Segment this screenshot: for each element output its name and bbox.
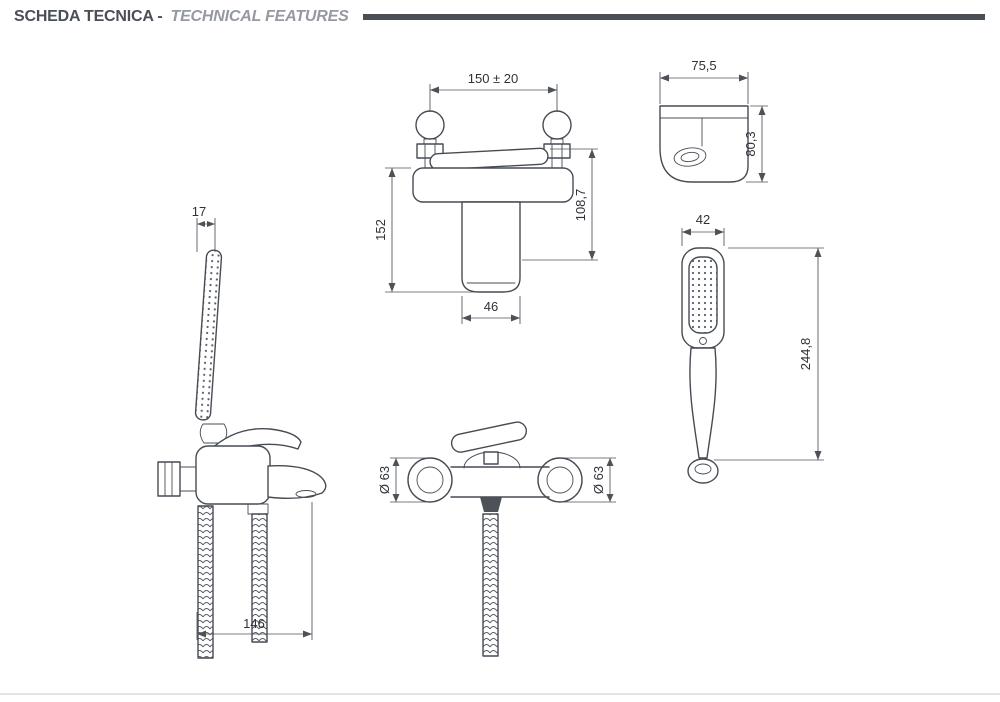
hose-connection-nut [247, 503, 269, 515]
left-mount-disc [415, 110, 445, 140]
center-shower-hose [482, 513, 499, 657]
front-view [412, 110, 574, 293]
dimension-label-side-height: 80,3 [743, 131, 758, 156]
right-mount-stem [551, 157, 563, 169]
dimension-label-spout-body-width: 46 [484, 299, 498, 314]
right-wall-flange [537, 457, 583, 503]
side-spout-opening [295, 490, 317, 498]
dim-side-height: 80,3 [743, 105, 768, 183]
left-wall-flange-inner [416, 466, 444, 494]
header-title-english: TECHNICAL FEATURES [170, 8, 349, 25]
dimension-label-mounting-distance: 150 ± 20 [468, 71, 519, 86]
left-mount-neck [423, 138, 437, 145]
dimension-label-right-flange-diameter: Ø 63 [591, 466, 606, 494]
wall-hex-nut [157, 461, 181, 497]
header-title-italian: SCHEDA TECNICA - [14, 8, 163, 25]
handshower-side-profile [194, 249, 223, 421]
dimension-label-handshower-head-depth: 17 [192, 204, 206, 219]
dimension-label-handshower-length: 244,8 [798, 338, 813, 371]
side-mixer-body [195, 445, 271, 505]
dimension-label-side-depth: 75,5 [691, 58, 716, 73]
wall-nut-facets [164, 461, 173, 497]
shower-holder-cup [687, 458, 719, 484]
right-wall-flange-inner [546, 466, 574, 494]
bottom-lever-handle [450, 421, 528, 453]
mixer-body [412, 167, 574, 203]
handshower-nozzle [699, 337, 707, 345]
dim-handshower-head-width: 42 [681, 212, 725, 246]
dim-spout-body-width: 46 [461, 296, 521, 324]
side-spout-inner [680, 151, 700, 163]
side-assembly-view [157, 249, 327, 659]
side-body-outline [659, 105, 749, 183]
mixer-spout [461, 201, 521, 293]
shower-hose-left-run [197, 505, 214, 659]
dim-spout-reach: 146 [196, 502, 313, 640]
dim-handshower-length: 244,8 [714, 247, 824, 461]
side-view [659, 105, 749, 183]
dim-handle-height: 108,7 [522, 148, 598, 261]
dim-mounting-distance: 150 ± 20 [429, 71, 558, 112]
side-spout-outer [673, 147, 707, 167]
left-wall-flange [407, 457, 453, 503]
front-assembly-view [407, 421, 583, 657]
handshower-view [681, 247, 725, 484]
dimension-label-handle-height: 108,7 [573, 189, 588, 222]
right-nut-facets [551, 143, 563, 159]
header: SCHEDA TECNICA - TECHNICAL FEATURES [14, 8, 985, 26]
handshower-handle [689, 347, 717, 459]
wall-washer [179, 466, 197, 492]
header-rule [362, 14, 985, 20]
right-mount-disc [542, 110, 572, 140]
dimension-label-total-height: 152 [373, 219, 388, 241]
right-mount-neck [550, 138, 564, 145]
dim-total-height: 152 [373, 167, 474, 293]
dimension-label-spout-reach: 146 [243, 616, 265, 631]
mixer-lever-handle [429, 147, 549, 171]
shower-holder-inner [694, 463, 712, 475]
handshower-spray-face [688, 256, 718, 334]
dimension-label-handshower-head-width: 42 [696, 212, 710, 227]
bottom-body-lines [450, 466, 550, 498]
dim-side-depth: 75,5 [659, 58, 749, 104]
footer-rule [0, 693, 1000, 695]
side-spout [267, 465, 327, 500]
dim-right-flange-diameter: Ø 63 [560, 457, 616, 503]
dim-left-flange-diameter: Ø 63 [377, 457, 430, 503]
aerator-outlet [480, 497, 502, 512]
handle-stem [483, 451, 499, 465]
dimension-label-left-flange-diameter: Ø 63 [377, 466, 392, 494]
shower-hose-right-run [251, 513, 268, 643]
dim-handshower-head-depth: 17 [192, 204, 216, 252]
